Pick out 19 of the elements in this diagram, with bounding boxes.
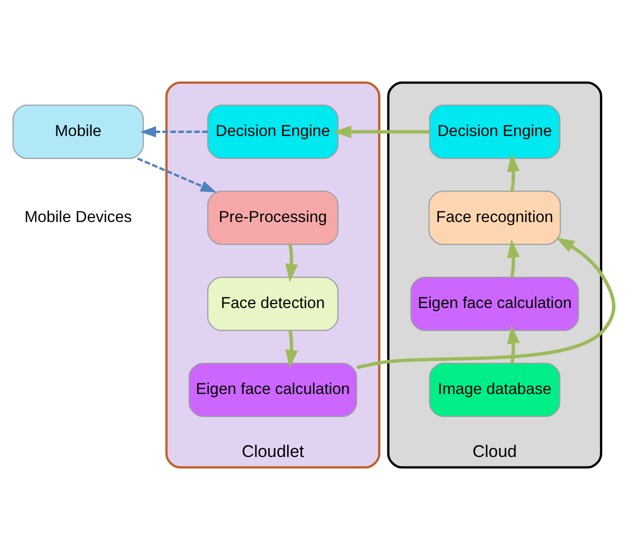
node-box: Face detection — [207, 276, 338, 332]
node-box: Image database — [429, 362, 560, 418]
arrow — [356, 238, 616, 370]
node-box: Mobile — [12, 104, 144, 159]
arrow — [285, 330, 298, 368]
node-box: Pre-Processing — [207, 190, 338, 245]
arrow — [507, 239, 520, 278]
node-box: Decision Engine — [207, 104, 338, 159]
node-box: Decision Engine — [429, 104, 560, 159]
arrow — [140, 126, 208, 138]
arrow — [507, 153, 520, 192]
arrow — [137, 157, 217, 192]
node-box: Eigen face calculation — [410, 276, 580, 332]
arrow — [333, 125, 430, 138]
arrow — [507, 325, 520, 364]
arrow — [285, 244, 298, 282]
node-label: Mobile Devices — [24, 209, 132, 226]
node-box: Eigen face calculation — [188, 362, 358, 418]
node-box: Face recognition — [428, 190, 561, 245]
